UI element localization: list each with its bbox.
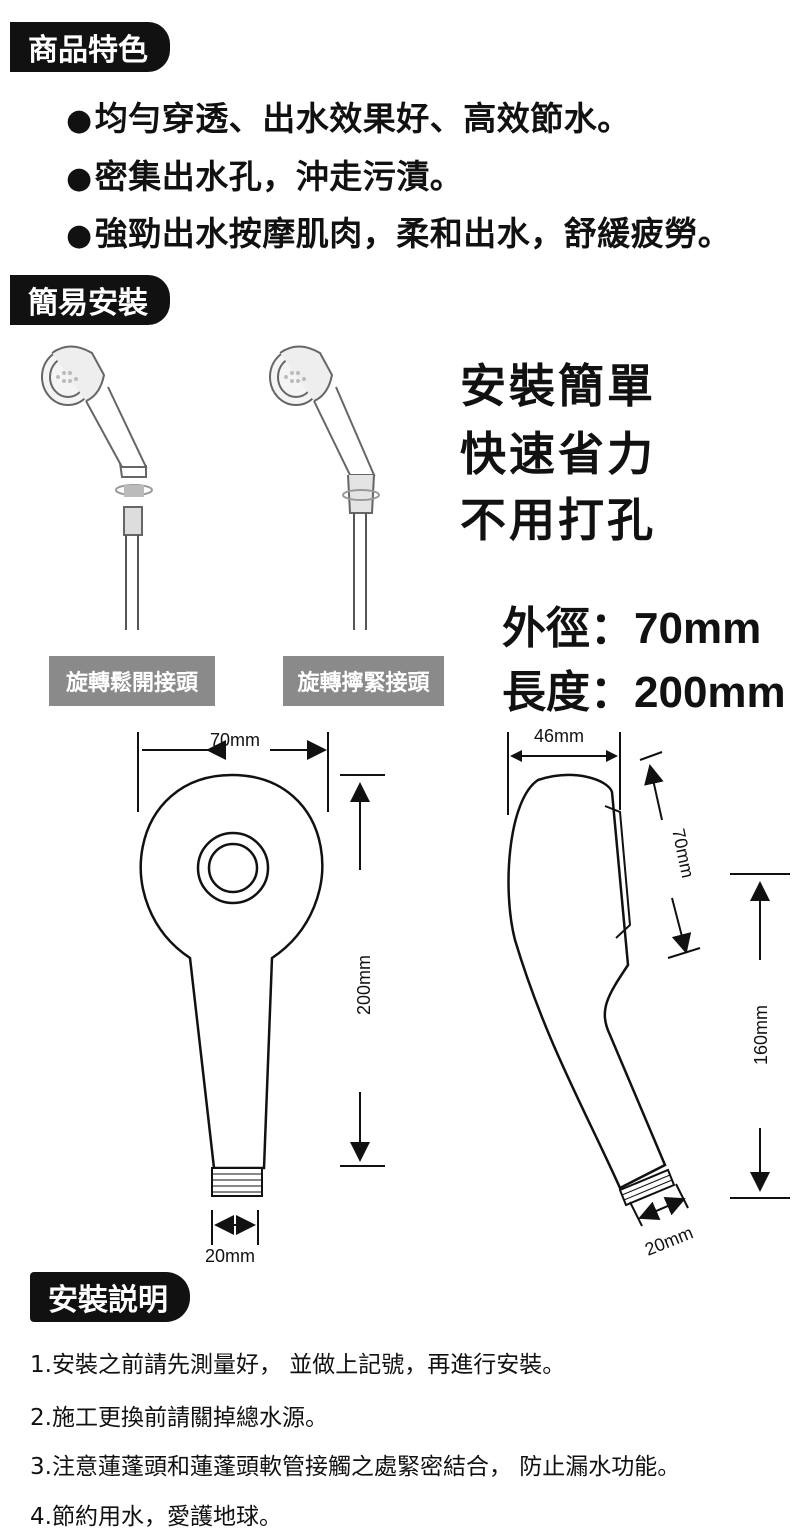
dim-front-width: 70mm [210, 730, 260, 750]
dim-front-neck: 20mm [205, 1246, 255, 1266]
feature-item: ●均勻穿透、出水效果好、高效節水。 [66, 99, 631, 138]
bullet-icon: ● [66, 103, 93, 138]
front-view-drawing: 70mm 200mm 20mm [137, 730, 385, 1266]
note-item: 4.節約用水，愛護地球。 [30, 1504, 282, 1530]
note-item: 2.施工更換前請關掉總水源。 [30, 1405, 328, 1431]
bullet-icon: ● [66, 161, 93, 196]
note-item: 1.安裝之前請先測量好， 並做上記號，再進行安裝。 [30, 1352, 566, 1378]
shower-head-tighten-illustration [269, 345, 380, 630]
bullet-icon: ● [66, 218, 93, 253]
dim-side-depth: 46mm [534, 726, 584, 746]
side-view-drawing: 46mm 70mm 160mm 20mm [507, 726, 790, 1260]
dim-side-head: 70mm [668, 827, 698, 880]
dim-side-handle: 160mm [751, 1005, 771, 1065]
feature-item: ●強勁出水按摩肌肉，柔和出水，舒緩疲勞。 [66, 214, 732, 253]
caption-loosen: 旋轉鬆開接頭 [49, 656, 215, 706]
slogan-line: 安裝簡單 [460, 359, 656, 413]
section-title-features: 商品特色 [10, 22, 170, 72]
dim-front-length: 200mm [354, 955, 374, 1015]
caption-tighten: 旋轉擰緊接頭 [283, 656, 444, 706]
slogan-line: 不用打孔 [460, 493, 656, 547]
dim-side-neck: 20mm [642, 1222, 696, 1259]
slogan-line: 快速省力 [460, 427, 656, 481]
feature-item: ●密集出水孔，沖走污漬。 [66, 157, 464, 196]
section-title-guide: 安裝説明 [30, 1272, 190, 1322]
spec-diameter: 外徑：70mm [502, 603, 762, 654]
note-item: 3.注意蓮蓬頭和蓮蓬頭軟管接觸之處緊密結合， 防止漏水功能。 [30, 1454, 681, 1480]
section-title-install: 簡易安裝 [10, 275, 170, 325]
shower-head-loosen-illustration [41, 345, 153, 630]
spec-length: 長度：200mm [502, 667, 786, 718]
